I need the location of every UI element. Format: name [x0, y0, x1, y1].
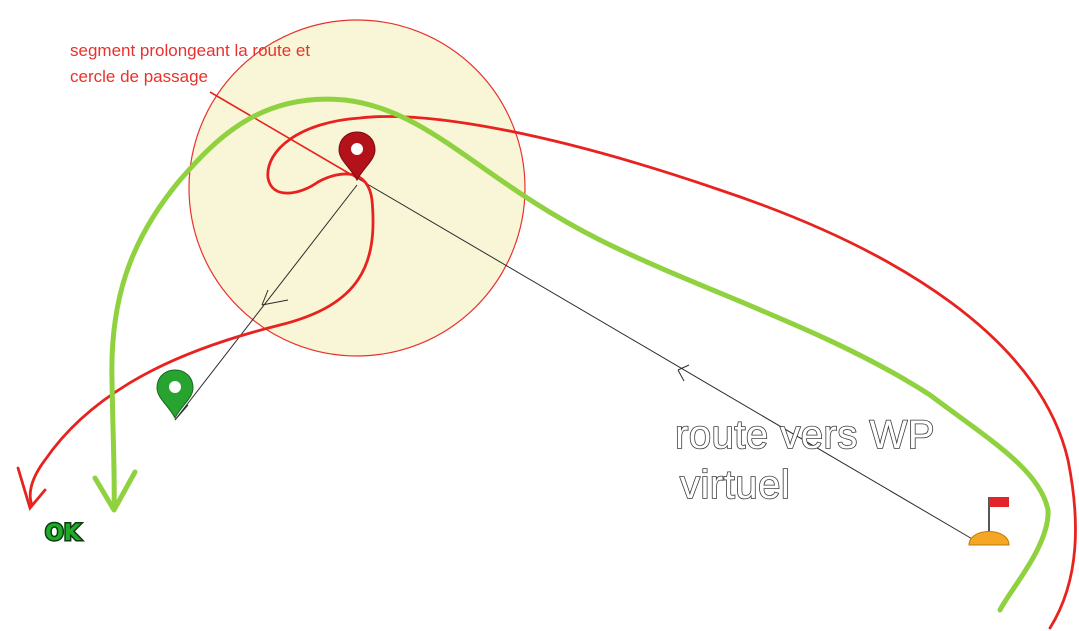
route-arrow-head: [677, 364, 690, 382]
annotation-line-1: segment prolongeant la route et: [70, 41, 310, 60]
route-label-line-1: route vers WP: [675, 413, 935, 457]
route-arrow-head-2: [261, 289, 289, 306]
route-line-virtual-wp: [356, 177, 975, 541]
extension-segment: [209, 91, 358, 179]
annotation-line-2: cercle de passage: [70, 67, 208, 86]
passage-circle: [188, 19, 526, 357]
green-track: [109, 96, 1051, 613]
green-waypoint-pin-icon: [156, 369, 194, 420]
buoy-flag-icon: [968, 497, 1010, 546]
ok-label: OK: [45, 521, 82, 546]
green-track-arrow: [92, 469, 138, 513]
route-label-line-2: virtuel: [680, 463, 790, 507]
red-track: [28, 115, 1077, 630]
red-track-end: [16, 466, 47, 511]
red-waypoint-pin-icon: [338, 131, 376, 182]
route-line-to-green-pin: [174, 184, 358, 421]
